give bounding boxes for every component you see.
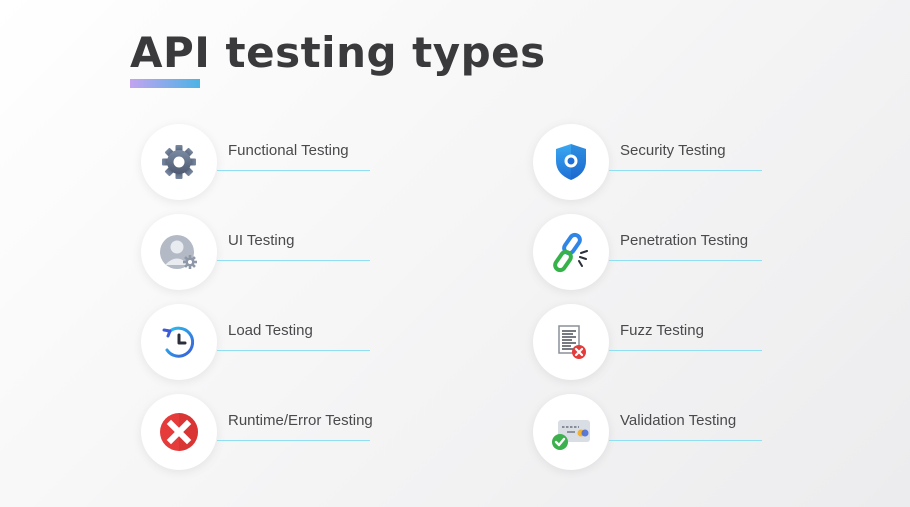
underline	[609, 260, 762, 261]
icon-circle	[533, 124, 609, 200]
gear-icon	[160, 143, 198, 181]
list-item-ui-testing: UI Testing	[141, 214, 381, 294]
icon-circle	[533, 394, 609, 470]
list-item-load-testing: Load Testing	[141, 304, 381, 384]
underline	[217, 170, 370, 171]
list-item-fuzz-testing: Fuzz Testing	[533, 304, 773, 384]
list-item-security-testing: Security Testing	[533, 124, 773, 204]
list-item-runtime-error-testing: Runtime/Error Testing	[141, 394, 381, 474]
list-item-functional-testing: Functional Testing	[141, 124, 381, 204]
item-label: Security Testing	[620, 142, 726, 159]
page-title: API testing types	[130, 28, 546, 77]
clock-refresh-icon	[159, 322, 199, 362]
error-x-icon	[158, 411, 200, 453]
underline	[609, 350, 762, 351]
icon-circle	[533, 304, 609, 380]
item-label: Fuzz Testing	[620, 322, 704, 339]
underline	[609, 170, 762, 171]
title-underline	[130, 79, 200, 88]
shield-icon	[553, 142, 589, 182]
icon-circle	[141, 394, 217, 470]
user-settings-icon	[159, 232, 199, 272]
icon-circle	[141, 304, 217, 380]
item-label: Validation Testing	[620, 412, 737, 429]
broken-link-icon	[550, 231, 592, 273]
underline	[217, 440, 370, 441]
item-label: UI Testing	[228, 232, 295, 249]
item-label: Load Testing	[228, 322, 313, 339]
icon-circle	[533, 214, 609, 290]
list-item-validation-testing: Validation Testing	[533, 394, 773, 474]
icon-circle	[141, 214, 217, 290]
item-label: Penetration Testing	[620, 232, 749, 249]
card-check-icon	[549, 412, 593, 452]
list-item-penetration-testing: Penetration Testing	[533, 214, 773, 294]
item-label: Runtime/Error Testing	[228, 412, 373, 429]
document-error-icon	[551, 322, 591, 362]
underline	[217, 260, 370, 261]
icon-circle	[141, 124, 217, 200]
item-label: Functional Testing	[228, 142, 349, 159]
underline	[609, 440, 762, 441]
underline	[217, 350, 370, 351]
